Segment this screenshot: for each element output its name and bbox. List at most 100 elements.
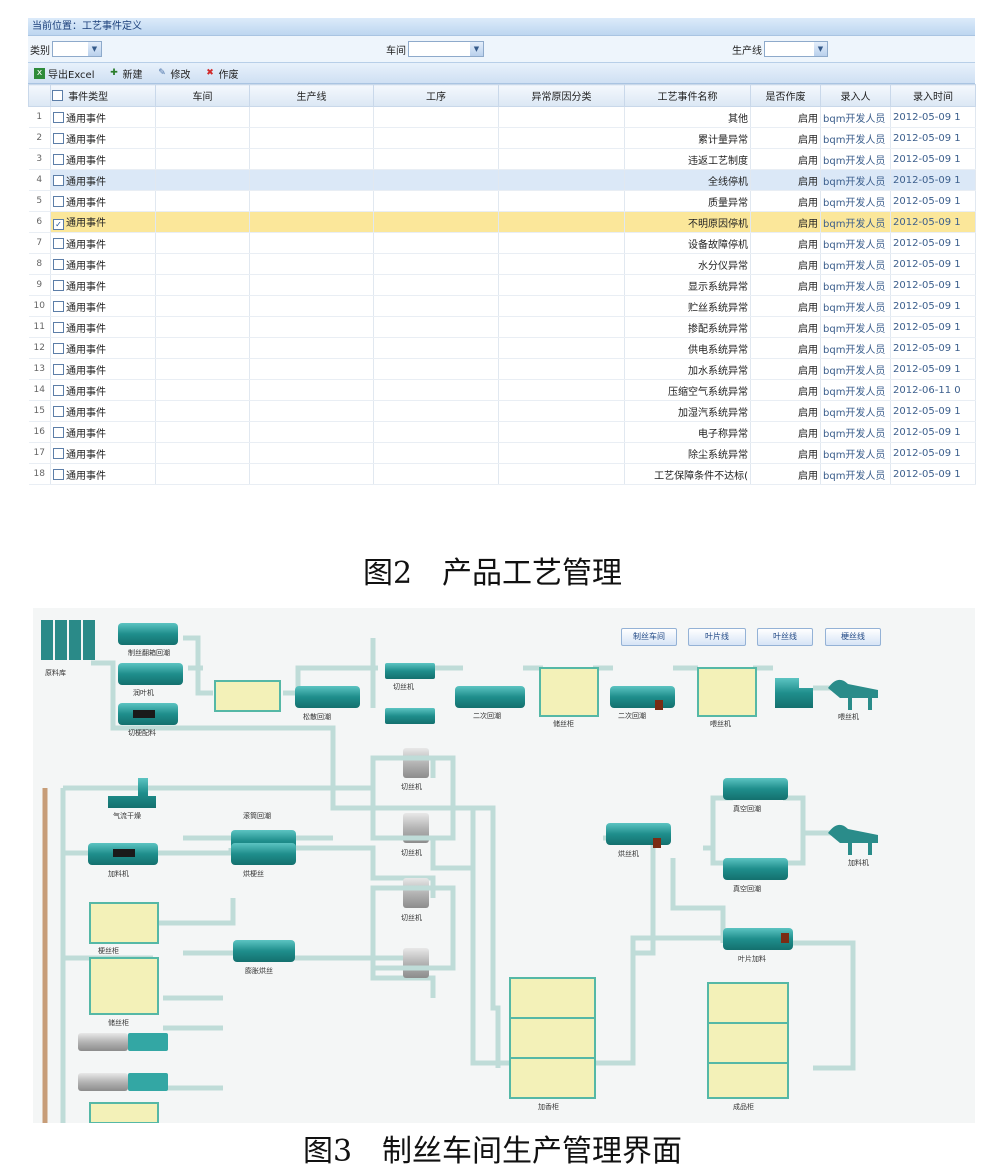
row-checkbox[interactable] [53,237,64,249]
event-type-cell[interactable]: 通用事件 [50,106,156,128]
row-number: 7 [28,232,51,254]
row-checkbox[interactable] [53,111,64,123]
event-type-cell[interactable]: ✓通用事件 [50,211,156,233]
workshop-cell [155,232,250,254]
event-type-cell[interactable]: 通用事件 [50,232,156,254]
workshop-cell [155,169,250,191]
header-workshop[interactable]: 车间 [155,84,250,107]
row-checkbox[interactable]: ✓ [53,219,64,230]
nav-leaf-line-button[interactable]: 叶片线 [688,628,746,646]
voided-cell: 启用 [750,253,821,275]
event-type-cell[interactable]: 通用事件 [50,190,156,212]
row-checkbox[interactable] [53,321,64,333]
process-cell [373,463,499,485]
label-l13: 切丝机 [401,783,422,791]
row-number: 10 [28,295,51,317]
event-type-cell[interactable]: 通用事件 [50,463,156,485]
chevron-down-icon[interactable]: ▼ [88,42,101,56]
row-checkbox[interactable] [53,468,64,480]
line-cell [249,148,374,170]
event-type-cell[interactable]: 通用事件 [50,400,156,422]
row-checkbox[interactable] [53,153,64,165]
voided-cell: 启用 [750,442,821,464]
header-line[interactable]: 生产线 [249,84,374,107]
entry-time-cell: 2012-05-09 1 [890,337,976,359]
row-checkbox[interactable] [53,426,64,438]
row-checkbox[interactable] [53,279,64,291]
event-type-cell[interactable]: 通用事件 [50,337,156,359]
event-type-cell[interactable]: 通用事件 [50,379,156,401]
label-l24: 成品柜 [733,1103,754,1111]
void-button[interactable]: ✖作废 [205,66,238,81]
header-event-name[interactable]: 工艺事件名称 [624,84,751,107]
edit-button[interactable]: ✎修改 [157,66,190,81]
line-select[interactable]: ▼ [764,41,828,57]
header-voided[interactable]: 是否作废 [750,84,821,107]
event-type-cell[interactable]: 通用事件 [50,295,156,317]
header-process[interactable]: 工序 [373,84,499,107]
row-number: 8 [28,253,51,275]
row-checkbox[interactable] [53,447,64,459]
event-type-cell[interactable]: 通用事件 [50,169,156,191]
header-cause-category[interactable]: 异常原因分类 [498,84,625,107]
row-checkbox[interactable] [53,342,64,354]
workshop-cell [155,190,250,212]
nav-stem-line-button[interactable]: 梗丝线 [825,628,881,646]
excel-icon: x [34,67,45,79]
header-event-type[interactable]: 事件类型 [50,84,156,107]
nav-silk-workshop-button[interactable]: 制丝车间 [621,628,677,646]
event-type-cell[interactable]: 通用事件 [50,358,156,380]
event-type-cell[interactable]: 通用事件 [50,274,156,296]
new-button[interactable]: ✚新建 [109,66,142,81]
header-entry-time[interactable]: 录入时间 [890,84,976,107]
category-select[interactable]: ▼ [52,41,102,57]
chevron-down-icon[interactable]: ▼ [814,42,827,56]
event-name-cell: 累计量异常 [624,127,751,149]
label-l5: 松散回潮 [303,713,331,721]
row-checkbox[interactable] [53,132,64,144]
select-all-checkbox[interactable] [52,90,63,101]
teal-tags [128,1033,168,1091]
row-checkbox[interactable] [53,384,64,396]
label-l9: 储丝柜 [553,720,574,728]
event-type-cell[interactable]: 通用事件 [50,148,156,170]
event-type-cell[interactable]: 通用事件 [50,442,156,464]
row-checkbox[interactable] [53,363,64,375]
row-checkbox[interactable] [53,195,64,207]
event-type-cell[interactable]: 通用事件 [50,127,156,149]
header-entered-by[interactable]: 录入人 [820,84,891,107]
event-type-cell[interactable]: 通用事件 [50,253,156,275]
entry-time-cell: 2012-05-09 1 [890,442,976,464]
event-type-cell[interactable]: 通用事件 [50,316,156,338]
workshop-select[interactable]: ▼ [408,41,484,57]
event-type-cell[interactable]: 通用事件 [50,421,156,443]
row-checkbox[interactable] [53,405,64,417]
cause-cell [498,274,625,296]
row-checkbox[interactable] [53,300,64,312]
row-checkbox[interactable] [53,174,64,186]
row-checkbox[interactable] [53,258,64,270]
nav-shred-line-button[interactable]: 叶丝线 [757,628,813,646]
label-l16: 切丝机 [401,849,422,857]
chevron-down-icon[interactable]: ▼ [470,42,483,56]
